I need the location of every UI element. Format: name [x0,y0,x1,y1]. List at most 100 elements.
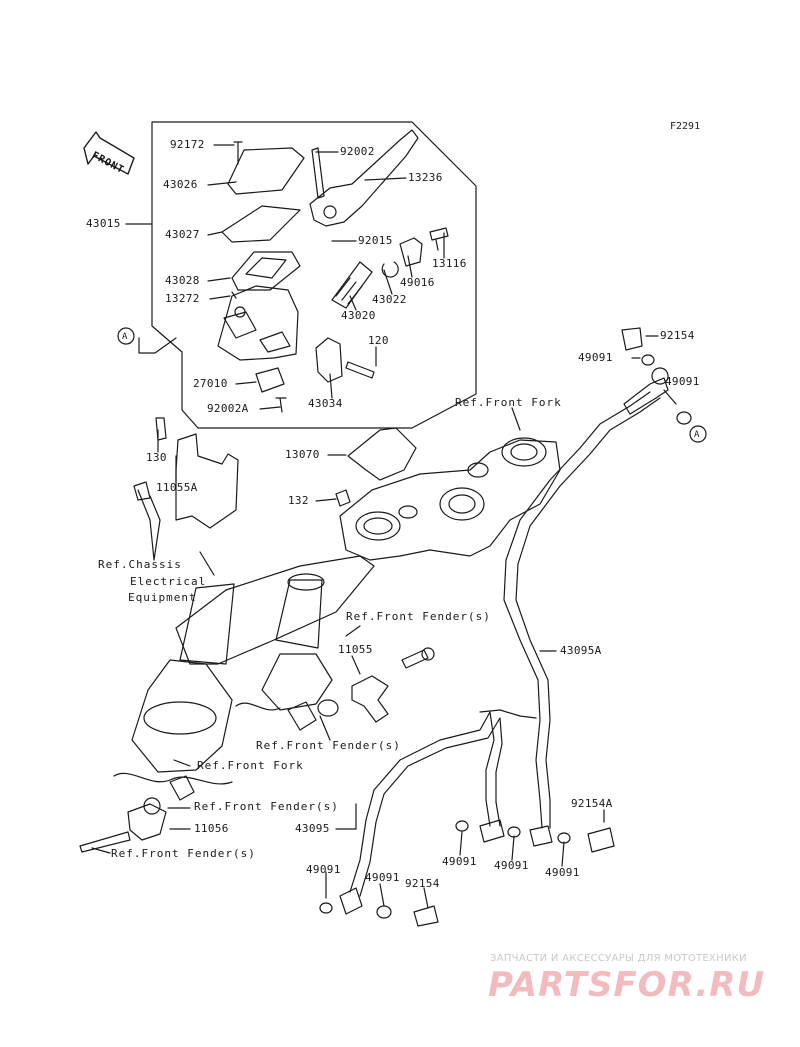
bolt-120 [345,361,375,379]
fork-bottom-break-left [113,772,233,785]
cylinder-port [259,331,291,353]
part-49091-d[interactable]: 49091 [494,859,529,872]
part-27010[interactable]: 27010 [193,377,228,390]
part-13236[interactable]: 13236 [408,171,443,184]
part-49016[interactable]: 49016 [400,276,435,289]
fork-right-top [287,573,325,591]
part-92154-bottom[interactable]: 92154 [405,877,440,890]
leader-fender-2 [319,715,331,741]
group-frame [151,121,477,429]
screw-92002A [275,397,287,413]
part-43020[interactable]: 43020 [341,309,376,322]
ref-front-fender-2[interactable]: Ref.Front Fender(s) [256,739,401,752]
callout-a-left-label: A [122,332,128,342]
part-43015[interactable]: 43015 [86,217,121,230]
watermark-logo: PARTSFOR.RU [488,965,766,1005]
leader-132 [315,498,337,502]
callout-a-leader-left [138,337,177,354]
part-92002A[interactable]: 92002A [207,402,249,415]
part-92015[interactable]: 92015 [358,234,393,247]
part-13116[interactable]: 13116 [432,257,467,270]
part-43022[interactable]: 43022 [372,293,407,306]
clamp-bore-left [355,511,401,541]
part-92154-top[interactable]: 92154 [660,329,695,342]
screw-13272 [231,291,237,299]
fitting-right [529,825,553,847]
part-49091-c[interactable]: 49091 [442,855,477,868]
collar-11055 [317,699,339,717]
leader-43028 [207,277,231,282]
leader-92154-bottom [423,887,429,909]
boot-49016 [399,237,423,267]
leader-chassis-2 [199,551,215,576]
leader-fork-ref-2 [173,759,191,767]
part-43034[interactable]: 43034 [308,397,343,410]
ref-front-fender-4[interactable]: Ref.Front Fender(s) [111,847,256,860]
leader-11055 [351,655,361,675]
hose-fitting-top [623,377,669,415]
leader-49091-c [459,831,463,856]
part-13070[interactable]: 13070 [285,448,320,461]
ref-front-fender-1[interactable]: Ref.Front Fender(s) [346,610,491,623]
part-92172[interactable]: 92172 [170,138,205,151]
bolt-fender-1 [401,649,429,669]
piston-43020 [331,261,373,309]
washer-49091-f [319,902,333,914]
part-49091-e[interactable]: 49091 [545,866,580,879]
clamp-nut-2 [398,505,418,519]
part-49091-b[interactable]: 49091 [665,375,700,388]
clip-11055 [351,675,389,723]
part-11055A[interactable]: 11055A [156,481,198,494]
part-43028[interactable]: 43028 [165,274,200,287]
leader-43022 [383,269,393,295]
plate-43027 [221,205,301,243]
part-43027[interactable]: 43027 [165,228,200,241]
cylinder-mount [223,311,257,339]
banjo-top [651,367,669,385]
watermark-subtitle: ЗАПЧАСТИ И АКСЕССУАРЫ ДЛЯ МОТОТЕХНИКИ [490,953,747,964]
hose-43095-outer [359,717,503,897]
clamp-bore-right [501,437,547,467]
part-49091-g[interactable]: 49091 [365,871,400,884]
part-49091-a[interactable]: 49091 [578,351,613,364]
upper-triple-clamp [339,439,561,561]
ref-front-fender-3[interactable]: Ref.Front Fender(s) [194,800,339,813]
collar-11056 [143,797,161,815]
callout-a-right-label: A [694,430,700,440]
part-13272[interactable]: 13272 [165,292,200,305]
part-120[interactable]: 120 [368,334,389,347]
bolt-chassis [133,481,151,501]
diaphragm-43028 [231,251,301,291]
part-11055[interactable]: 11055 [338,643,373,656]
part-132[interactable]: 132 [288,494,309,507]
part-11056[interactable]: 11056 [194,822,229,835]
switch-27010 [255,367,285,393]
leader-fork-ref [511,407,521,431]
cylinder-hole [234,306,246,318]
ref-chassis-line3: Equipment [128,591,197,604]
bolt-92154-top [621,327,643,351]
leader-13272 [209,295,231,300]
part-49091-f[interactable]: 49091 [306,863,341,876]
clamp-nut [467,462,489,478]
fork-left-tube [179,583,235,665]
part-130[interactable]: 130 [146,451,167,464]
leader-49091-d [511,835,515,861]
part-92002[interactable]: 92002 [340,145,375,158]
washer-49091-e [557,832,571,844]
part-43026[interactable]: 43026 [163,178,198,191]
part-92154A[interactable]: 92154A [571,797,613,810]
ref-front-fork-top[interactable]: Ref.Front Fork [455,396,562,409]
front-arrow-icon [83,131,135,175]
leader-chassis [137,489,161,561]
clamp-bore-left-inner [363,517,393,535]
leader-92002A [259,406,281,410]
part-43095[interactable]: 43095 [295,822,330,835]
leader-43027 [207,231,223,236]
bolt-13116 [429,227,449,251]
ref-chassis-line1[interactable]: Ref.Chassis [98,558,182,571]
part-43095A[interactable]: 43095A [560,644,602,657]
ref-front-fork-bottom[interactable]: Ref.Front Fork [197,759,304,772]
fork-left-seal [143,701,217,735]
screw-92172 [233,141,243,165]
